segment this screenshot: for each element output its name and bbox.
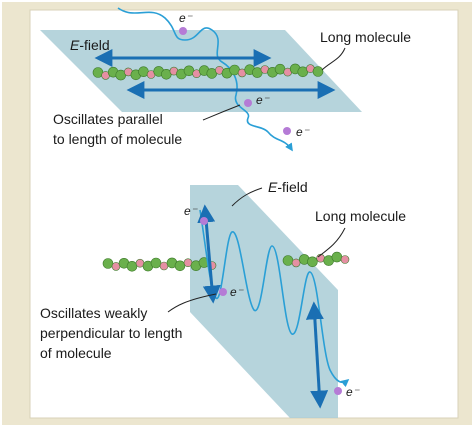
top-electron-middle [244, 99, 252, 107]
top-molecule-chain [92, 63, 324, 81]
bottom-molecule-bead [340, 255, 350, 264]
top-electron-upper [179, 27, 187, 35]
bottom-electron-lower [334, 387, 342, 395]
bottom-efield-label: E-field [268, 179, 308, 195]
top-molecule-bead [312, 66, 324, 77]
bottom-field-arrow-right [305, 301, 329, 409]
top-electron-middle-label: e⁻ [256, 93, 271, 107]
bottom-molecule-pointer [317, 227, 346, 258]
top-molecule-label: Long molecule [320, 29, 411, 45]
bottom-molecule-bead [102, 258, 114, 269]
bottom-electron-middle [219, 288, 227, 296]
bottom-molecule-bead [282, 255, 294, 266]
bottom-molecule-chain [102, 251, 350, 272]
bottom-electron-upper [200, 217, 208, 225]
bottom-electron-upper-label: e⁻ [184, 204, 199, 218]
bottom-efield-plane [190, 185, 338, 418]
top-electron-lower-label: e⁻ [296, 125, 311, 139]
bottom-oscillation-pointer [167, 293, 217, 313]
bottom-electron-lower-label: e⁻ [346, 385, 361, 399]
bottom-efield-pointer [231, 187, 263, 207]
bottom-molecule-bead [307, 256, 318, 268]
top-oscillation-label-line2: to length of molecule [53, 131, 182, 147]
bottom-molecule-bead [150, 257, 162, 269]
top-electron-upper-label: e⁻ [179, 11, 194, 25]
bottom-oscillation-label-line2: perpendicular to length [40, 325, 182, 341]
top-electron-lower [283, 127, 291, 135]
top-oscillation-label-line1: Oscillates parallel [53, 111, 163, 127]
top-molecule-pointer [321, 47, 346, 71]
bottom-molecule-bead [126, 260, 138, 272]
bottom-molecule-label: Long molecule [315, 208, 406, 224]
bottom-oscillation-label-line3: of molecule [40, 345, 112, 361]
bottom-molecule-bead [291, 258, 301, 268]
bottom-oscillation-label-line1: Oscillates weakly [40, 305, 147, 321]
bottom-molecule-bead [174, 260, 186, 272]
top-oscillation-pointer [202, 104, 241, 121]
bottom-molecule-bead [331, 251, 343, 263]
top-efield-label: E-field [70, 37, 110, 53]
top-panel: e⁻ e⁻ e⁻ E-field Long molecule Oscillate… [40, 7, 411, 152]
bottom-electron-middle-label: e⁻ [230, 285, 245, 299]
bottom-panel: e⁻ e⁻ e⁻ E-field Long molecule Oscillate… [40, 179, 406, 418]
